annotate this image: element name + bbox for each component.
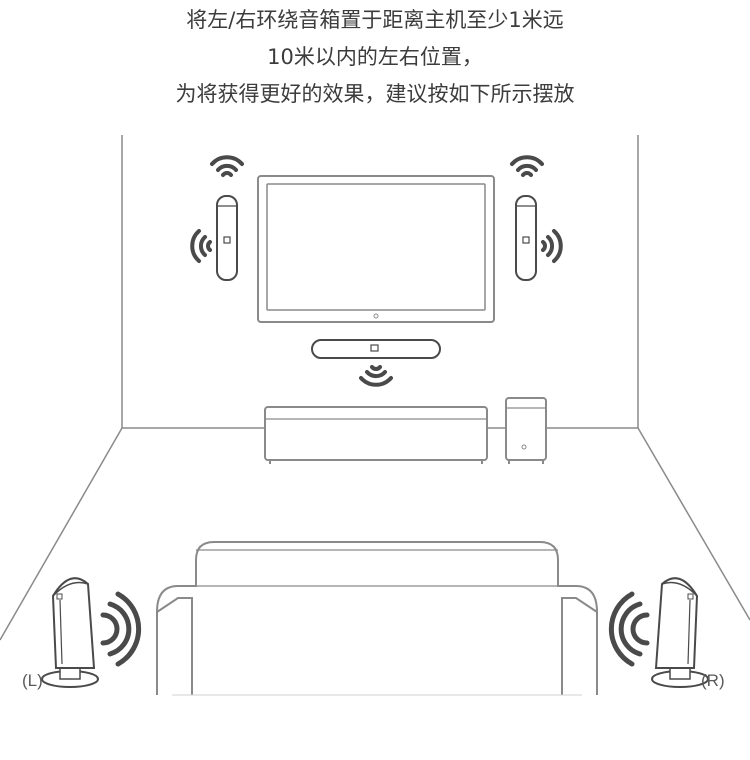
room-outline (0, 135, 750, 641)
caption-line-2: 10米以内的左右位置， (267, 45, 483, 69)
sound-wave-rear-right (608, 591, 650, 667)
sound-wave-rear-left (100, 591, 142, 667)
label-left: (L) (22, 671, 43, 690)
front-right-speaker (515, 195, 537, 281)
sound-wave-soundbar (359, 365, 393, 387)
tv-cabinet (264, 406, 488, 464)
sound-wave-front-right-side (541, 229, 563, 263)
tv-screen (257, 175, 495, 323)
rear-right-speaker (651, 577, 709, 688)
sound-wave-front-left-top (210, 155, 244, 177)
soundbar (311, 339, 441, 359)
label-right: (R) (701, 671, 725, 690)
subwoofer (505, 397, 547, 464)
caption-line-1: 将左/右环绕音箱置于距离主机至少1米远 (186, 8, 564, 32)
caption-line-3: 为将获得更好的效果，建议按如下所示摆放 (175, 82, 575, 106)
sound-wave-front-left-side (190, 229, 212, 263)
sound-wave-front-right-top (510, 155, 544, 177)
sofa (156, 541, 598, 696)
rear-left-speaker (41, 577, 99, 688)
front-left-speaker (216, 195, 238, 281)
